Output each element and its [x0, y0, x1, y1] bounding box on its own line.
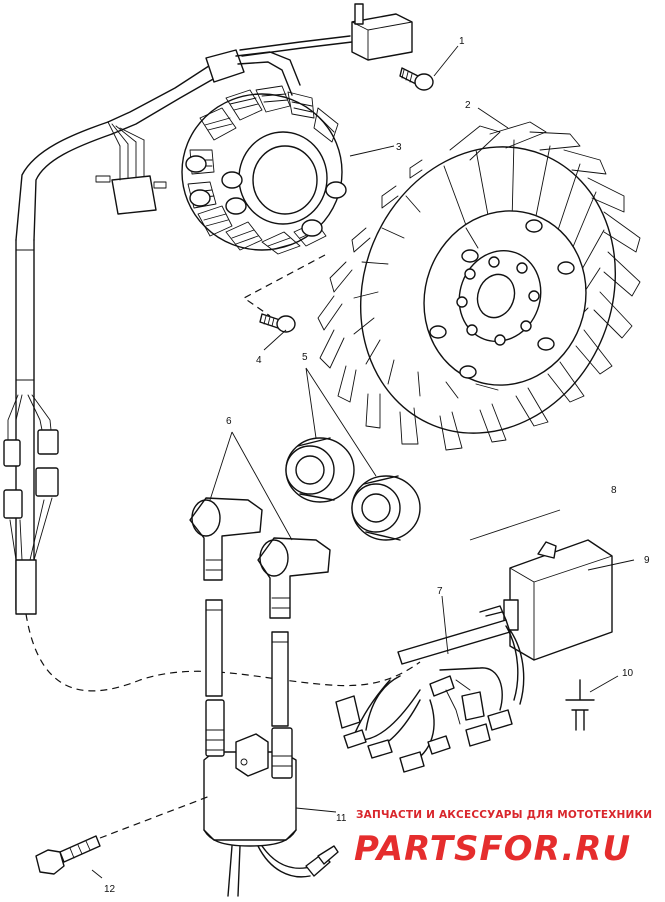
callout-4: 4: [256, 355, 262, 366]
ignition-coil: [203, 699, 339, 897]
callout-2: 2: [465, 100, 471, 111]
callout-9: 9: [644, 555, 650, 566]
wire-harness: [3, 3, 421, 692]
callout-6: 6: [226, 416, 232, 427]
cdi-box: [469, 509, 613, 661]
screw-1: [399, 67, 434, 91]
ground-symbol: [565, 675, 619, 731]
watermark-logo: PARTSFOR.RU: [354, 829, 631, 869]
spark-plug-caps: [189, 497, 331, 727]
callout-12: 12: [104, 884, 116, 895]
bolt-12: [35, 795, 211, 875]
watermark-tagline: ЗАПЧАСТИ И АКСЕССУАРЫ ДЛЯ МОТОТЕХНИКИ: [356, 809, 652, 821]
watermark: ЗАПЧАСТИ И АКСЕССУАРЫ ДЛЯ МОТОТЕХНИКИ PA…: [354, 809, 652, 869]
callout-1: 1: [459, 36, 465, 47]
callout-labels: 1 2 3 4 5 6 7 8 9 10 11 12: [104, 36, 650, 895]
callout-3: 3: [396, 142, 402, 153]
callout-7: 7: [437, 586, 443, 597]
leader-lines: [91, 45, 635, 879]
flywheel: [317, 121, 641, 451]
callout-5: 5: [302, 352, 308, 363]
stator-assembly: [181, 85, 347, 317]
callout-10: 10: [622, 668, 634, 679]
screw-4: [259, 313, 296, 333]
harness-7: [335, 605, 525, 773]
callout-11: 11: [336, 813, 347, 824]
callout-8: 8: [611, 485, 617, 496]
spacer-pair: [285, 437, 421, 541]
